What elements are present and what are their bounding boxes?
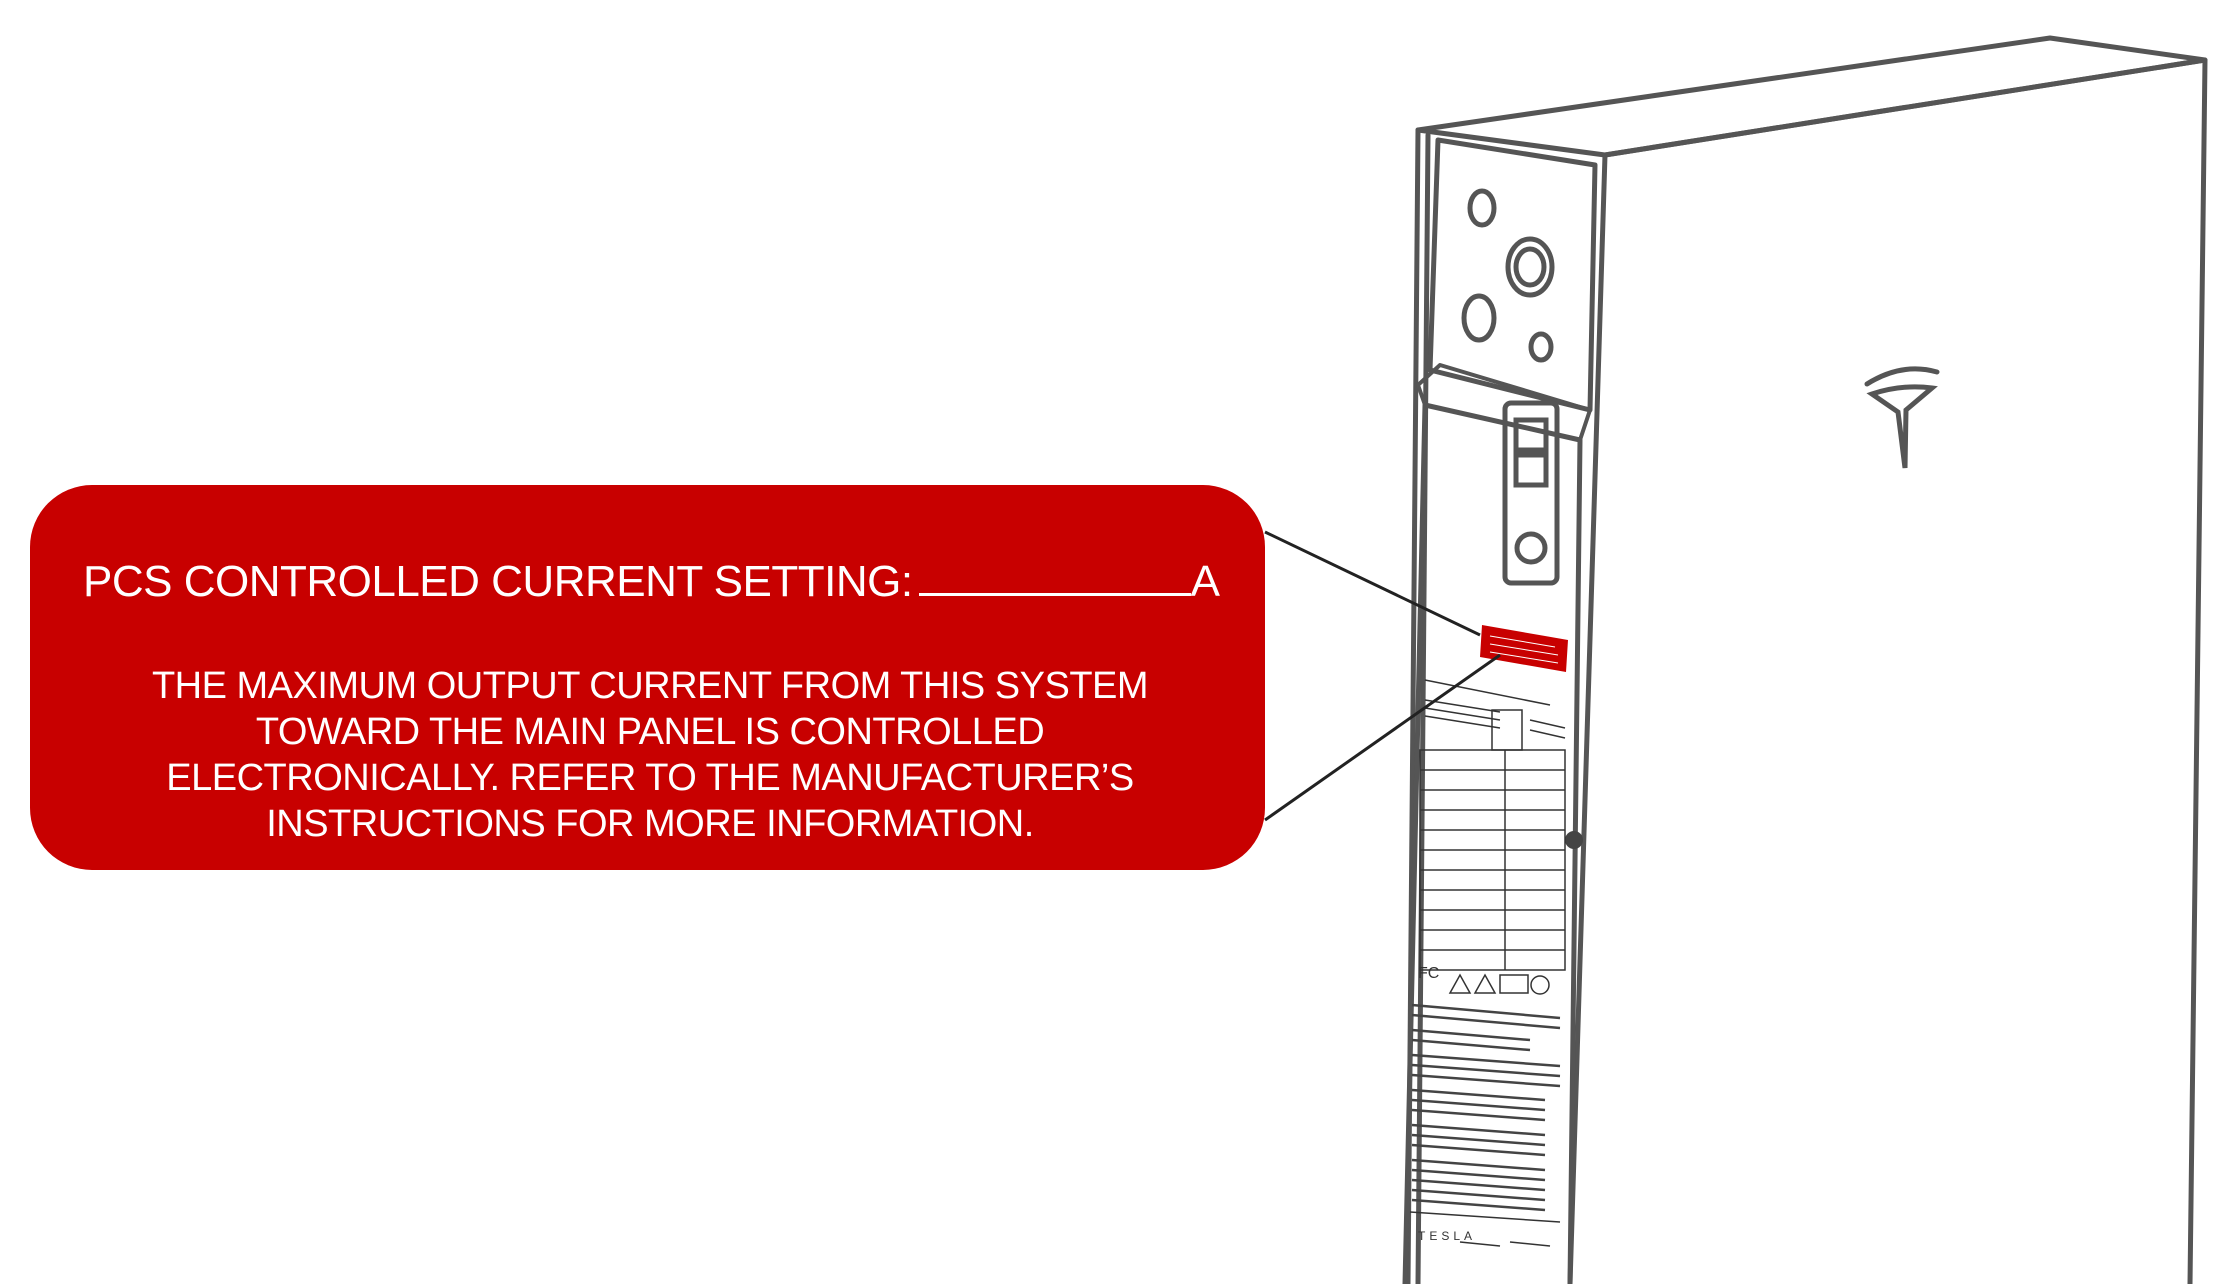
ledge	[1416, 363, 1592, 442]
tesla-logo-icon	[1864, 366, 1940, 469]
port-hole	[1467, 188, 1497, 228]
port-hole	[1513, 246, 1547, 288]
current-setting-label: PCS CONTROLLED CURRENT SETTING:	[83, 557, 913, 606]
device-red-label	[1480, 625, 1568, 672]
device-spec-label: FC TESLA	[1409, 679, 1566, 1247]
disconnect-module	[1502, 400, 1560, 586]
port-hole	[1505, 236, 1555, 298]
callout-box: PCS CONTROLLED CURRENT SETTING: A THE MAX…	[30, 485, 1265, 870]
callout-description: THE MAXIMUM OUTPUT CURRENT FROM THIS SYS…	[151, 665, 1149, 845]
device-top-face	[1415, 35, 2208, 158]
port-hole	[1461, 293, 1497, 343]
disconnect-switch	[1513, 452, 1549, 488]
side-panel	[1402, 402, 1583, 1284]
leader-line	[1264, 530, 1481, 637]
side-bolt	[1565, 831, 1583, 849]
current-setting-blank	[918, 557, 1191, 596]
port-hole	[1528, 331, 1554, 363]
disconnect-switch	[1513, 417, 1549, 453]
device-front-panel	[1567, 57, 2208, 1284]
fcc-mark-icon: FC	[1418, 965, 1439, 982]
leader-line	[1264, 653, 1501, 822]
warning-triangle-icon	[1448, 973, 1472, 994]
svg-text:TESLA: TESLA	[1418, 1229, 1476, 1243]
warning-triangle-icon	[1473, 973, 1497, 994]
disconnect-knob	[1514, 531, 1548, 565]
current-setting-unit: A	[1190, 557, 1220, 606]
current-setting-line: PCS CONTROLLED CURRENT SETTING: A	[83, 557, 1220, 607]
